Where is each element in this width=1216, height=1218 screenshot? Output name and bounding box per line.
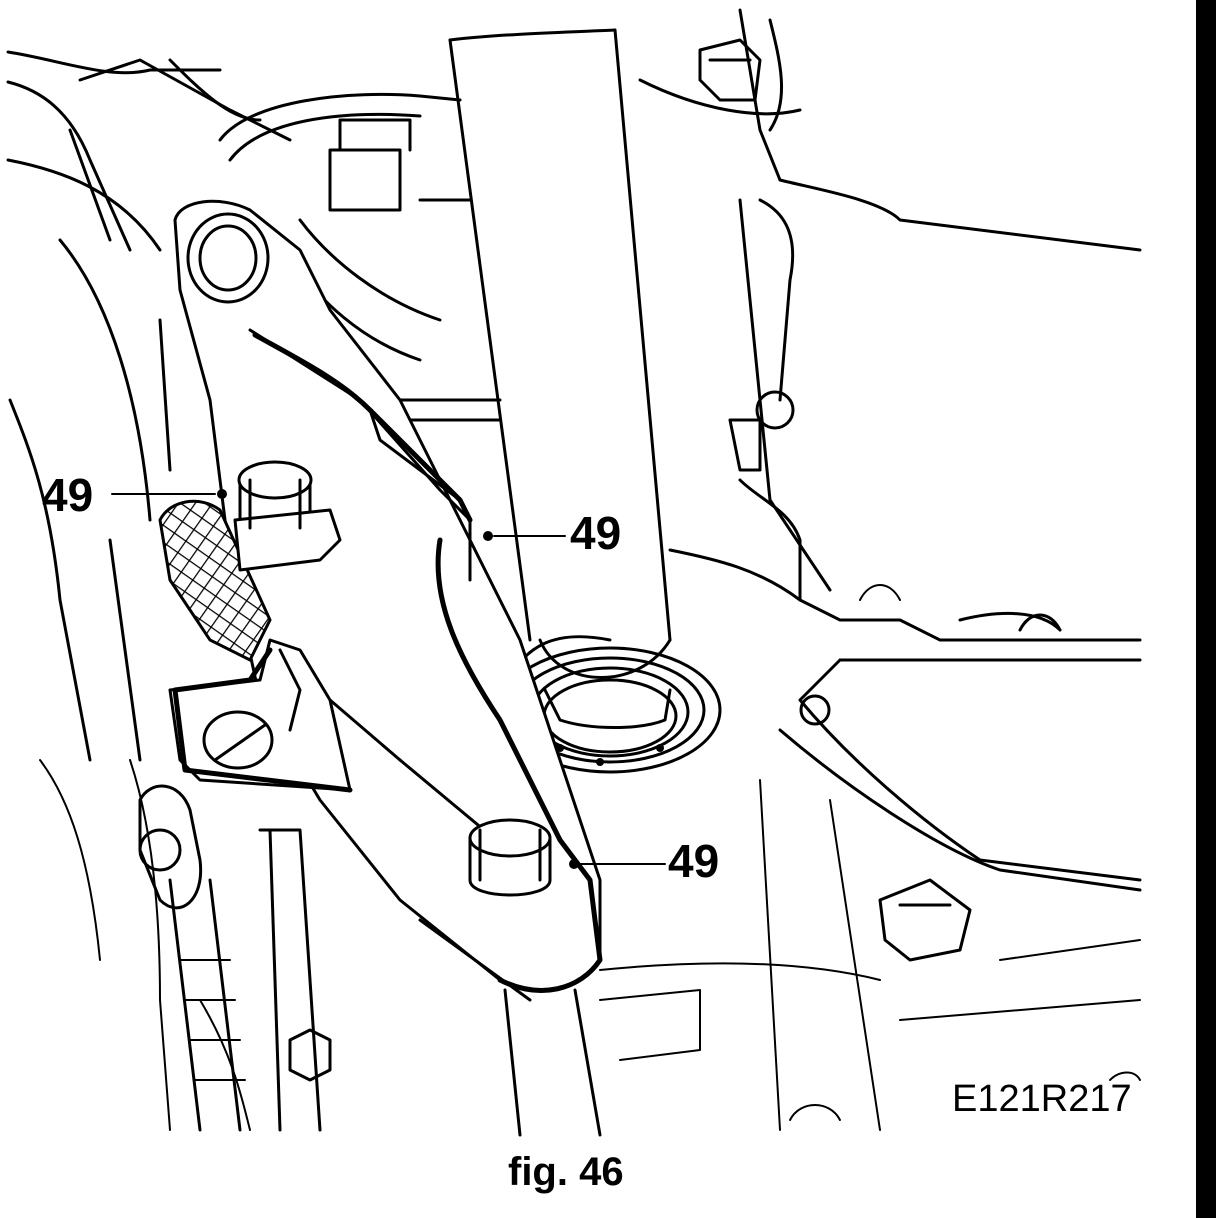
mounting-plate <box>168 638 353 793</box>
callout-49-bottom: 49 <box>668 835 720 887</box>
lower-left-linkage <box>138 784 332 1132</box>
leader-lines <box>111 489 666 869</box>
page-edge <box>1196 0 1216 1218</box>
drawing-reference-code: E121R217 <box>952 1078 1132 1120</box>
knurled-handle <box>158 499 272 663</box>
selector-lever-arm <box>173 199 603 1002</box>
vertical-driveshaft <box>448 28 672 1137</box>
bolt-bottom <box>468 818 552 897</box>
callout-49-center: 49 <box>570 507 622 559</box>
housing-right-lines <box>599 8 1142 1131</box>
bolt-top-left <box>233 460 342 572</box>
callout-49-left: 49 <box>42 469 94 521</box>
figure-caption: fig. 46 <box>508 1150 624 1194</box>
